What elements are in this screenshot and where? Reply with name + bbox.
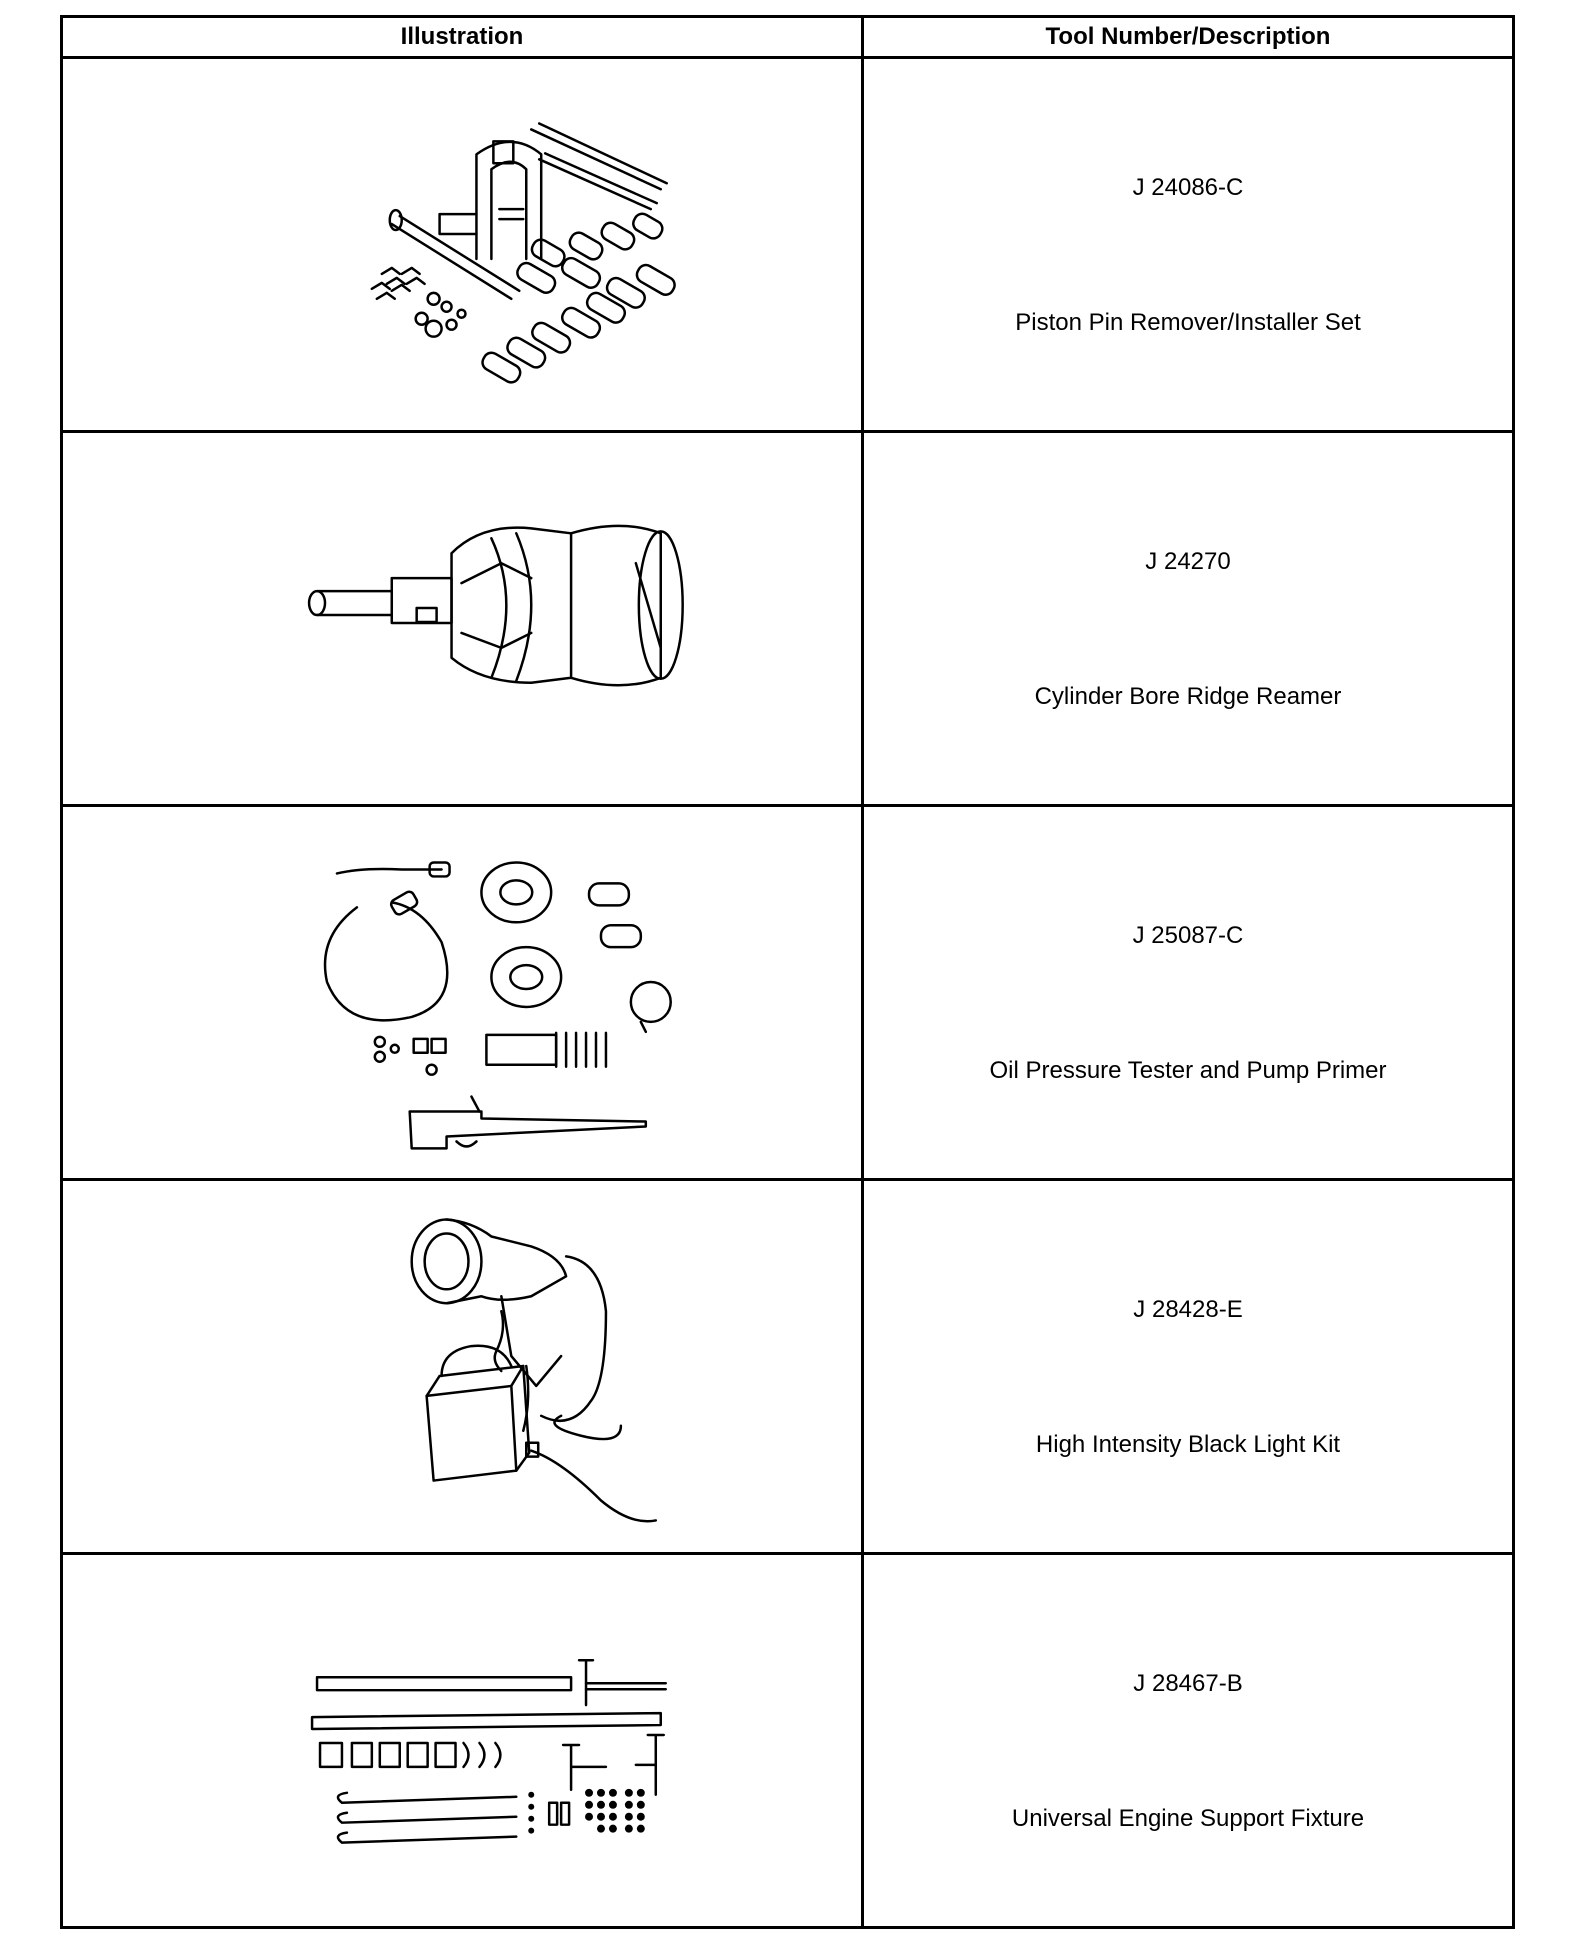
tool-number: J 24270 — [1145, 548, 1231, 575]
tool-number: J 24086-C — [1132, 174, 1244, 201]
tool-description: Cylinder Bore Ridge Reamer — [1034, 683, 1342, 710]
description-cell: J 25087-C Oil Pressure Tester and Pump P… — [861, 804, 1515, 1181]
tool-description: Piston Pin Remover/Installer Set — [1015, 309, 1361, 336]
table-row: J 24270 Cylinder Bore Ridge Reamer — [60, 430, 1515, 807]
tool-description: High Intensity Black Light Kit — [1035, 1431, 1341, 1458]
tool-description: Oil Pressure Tester and Pump Primer — [989, 1057, 1387, 1084]
table-row: J 25087-C Oil Pressure Tester and Pump P… — [60, 804, 1515, 1181]
description-cell: J 24086-C Piston Pin Remover/Installer S… — [861, 56, 1515, 433]
ridge-reamer-icon — [307, 524, 684, 687]
illustration-cell — [60, 804, 864, 1181]
illustration-cell — [60, 1552, 864, 1929]
tool-number: J 28428-E — [1133, 1296, 1243, 1323]
tools-table: Illustration Tool Number/Description — [60, 15, 1515, 1929]
illustration-cell — [60, 1178, 864, 1555]
black-light-kit-icon — [410, 1218, 658, 1523]
description-cell: J 28467-B Universal Engine Support Fixtu… — [861, 1552, 1515, 1929]
piston-pin-set-icon — [370, 122, 676, 384]
tool-header: Tool Number/Description — [861, 15, 1515, 59]
table-row: J 28467-B Universal Engine Support Fixtu… — [60, 1552, 1515, 1929]
tool-description: Universal Engine Support Fixture — [1011, 1805, 1365, 1832]
engine-support-fixture-icon — [310, 1659, 667, 1844]
tool-number: J 25087-C — [1132, 922, 1244, 949]
illustration-cell — [60, 56, 864, 433]
tool-number: J 28467-B — [1133, 1670, 1243, 1697]
illustration-cell — [60, 430, 864, 807]
table-row: J 28428-E High Intensity Black Light Kit — [60, 1178, 1515, 1555]
description-cell: J 24270 Cylinder Bore Ridge Reamer — [861, 430, 1515, 807]
description-cell: J 28428-E High Intensity Black Light Kit — [861, 1178, 1515, 1555]
table-header-row: Illustration Tool Number/Description — [60, 15, 1515, 59]
table-row: J 24086-C Piston Pin Remover/Installer S… — [60, 56, 1515, 433]
oil-pressure-tester-icon — [323, 861, 672, 1150]
illustration-header: Illustration — [60, 15, 864, 59]
